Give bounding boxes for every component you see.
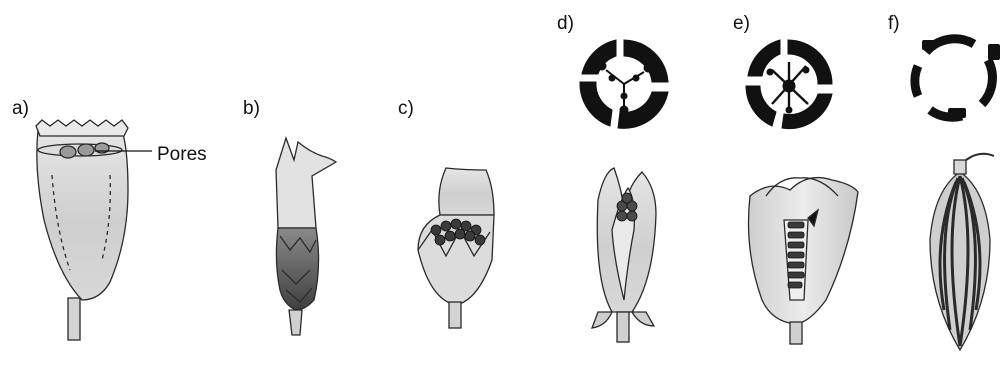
section-e [746, 40, 832, 129]
fruit-f-striped-capsule [930, 154, 994, 350]
section-f [915, 39, 1000, 118]
fruit-b-capsule [276, 138, 336, 335]
pore-2 [78, 144, 94, 156]
fruit-d-loculicidal-capsule [592, 168, 656, 342]
fruit-e-septifragal-capsule [749, 178, 859, 344]
pore-1 [60, 146, 76, 158]
fruit-c-capsule [418, 168, 494, 328]
section-d [580, 40, 668, 128]
fruit-a-poricidal-capsule [36, 120, 152, 340]
seed-column-e [788, 222, 804, 288]
